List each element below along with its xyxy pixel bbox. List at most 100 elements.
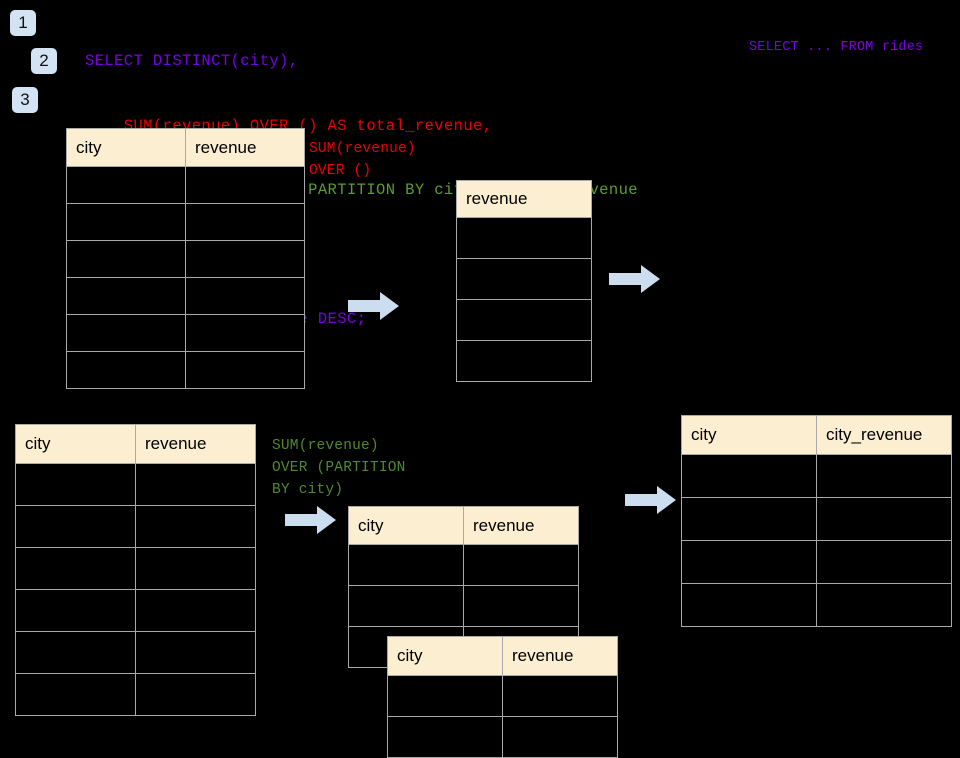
table-cell — [185, 351, 305, 389]
table-row — [66, 277, 305, 315]
table-cell — [15, 463, 136, 506]
sql-line-1: SELECT DISTINCT(city), — [85, 52, 299, 70]
table-cell — [456, 217, 592, 259]
table-cell — [502, 675, 618, 717]
table-row — [15, 463, 256, 506]
table-row — [456, 217, 592, 259]
table-cell — [456, 340, 592, 382]
table-cell — [66, 203, 186, 241]
table-header-row: city revenue — [348, 506, 579, 545]
table-row — [681, 497, 952, 541]
table-cell — [681, 454, 817, 498]
table-cell — [66, 314, 186, 352]
table-cell — [66, 277, 186, 315]
table-total-revenue: revenue — [456, 180, 592, 382]
table-row — [456, 340, 592, 382]
side-note-select-from-rides: SELECT ... FROM rides — [749, 40, 924, 55]
table-cell — [15, 673, 136, 716]
table-cell — [185, 277, 305, 315]
table-cell — [387, 716, 503, 758]
table-cell — [66, 240, 186, 278]
table-row — [348, 544, 579, 586]
table-cell — [816, 497, 952, 541]
table-row — [66, 314, 305, 352]
table-row — [66, 203, 305, 241]
table-header-row: city revenue — [66, 128, 305, 167]
table-cell — [135, 547, 256, 590]
table-cell — [135, 631, 256, 674]
table-row — [387, 716, 618, 758]
column-header-revenue: revenue — [463, 506, 579, 545]
table-cell — [681, 497, 817, 541]
table-row — [456, 299, 592, 341]
table-cell — [816, 454, 952, 498]
table-cell — [66, 166, 186, 204]
table-cell — [15, 505, 136, 548]
table-row — [15, 547, 256, 590]
table-cell — [348, 544, 464, 586]
column-header-revenue: revenue — [135, 424, 256, 464]
annotation-sum-revenue-over-partition: SUM(revenue) OVER (PARTITION BY city) — [272, 438, 406, 498]
table-source-bottom: city revenue — [15, 424, 256, 716]
table-row — [15, 631, 256, 674]
arrow-bottom-left — [285, 505, 337, 535]
table-cell — [15, 631, 136, 674]
table-row — [66, 166, 305, 204]
table-cell — [66, 351, 186, 389]
table-row — [456, 258, 592, 300]
table-cell — [681, 583, 817, 627]
column-header-city: city — [348, 506, 464, 545]
table-row — [681, 540, 952, 584]
step-badge-1: 1 — [10, 10, 36, 36]
arrow-top-right — [609, 264, 661, 294]
table-cell — [15, 589, 136, 632]
table-cell — [15, 547, 136, 590]
table-header-row: revenue — [456, 180, 592, 218]
table-row — [387, 675, 618, 717]
diagram-canvas: 1 2 3 SELECT DISTINCT(city), SUM(revenue… — [10, 10, 952, 758]
table-cell — [185, 314, 305, 352]
column-header-city: city — [681, 415, 817, 455]
table-cell — [387, 675, 503, 717]
table-cell — [816, 583, 952, 627]
table-header-row: city city_revenue — [681, 415, 952, 455]
column-header-city: city — [387, 636, 503, 676]
table-cell — [456, 299, 592, 341]
column-header-revenue: revenue — [185, 128, 305, 167]
table-header-row: city revenue — [15, 424, 256, 464]
column-header-revenue: revenue — [502, 636, 618, 676]
table-row — [66, 351, 305, 389]
table-row — [66, 240, 305, 278]
table-row — [681, 454, 952, 498]
table-row — [348, 585, 579, 627]
table-cell — [135, 673, 256, 716]
table-cell — [185, 166, 305, 204]
table-row — [15, 589, 256, 632]
table-cell — [463, 544, 579, 586]
table-source-top: city revenue — [66, 128, 305, 389]
arrow-bottom-right — [625, 485, 677, 515]
arrow-top-left — [348, 291, 400, 321]
step-badge-2: 2 — [31, 48, 57, 74]
column-header-city: city — [66, 128, 186, 167]
table-cell — [456, 258, 592, 300]
table-row — [15, 673, 256, 716]
table-result: city city_revenue — [681, 415, 952, 627]
table-cell — [185, 203, 305, 241]
column-header-city: city — [15, 424, 136, 464]
table-cell — [502, 716, 618, 758]
table-cell — [135, 589, 256, 632]
step-badge-3: 3 — [12, 87, 38, 113]
table-cell — [348, 585, 464, 627]
column-header-city-revenue: city_revenue — [816, 415, 952, 455]
annotation-sum-revenue-over-empty: SUM(revenue) OVER () — [309, 141, 416, 179]
table-cell — [463, 585, 579, 627]
table-partition-a: city revenue — [348, 506, 579, 668]
table-cell — [135, 505, 256, 548]
table-cell — [185, 240, 305, 278]
table-row — [681, 583, 952, 627]
table-row — [15, 505, 256, 548]
table-partition-b: city revenue — [387, 636, 618, 758]
table-cell — [816, 540, 952, 584]
column-header-revenue: revenue — [456, 180, 592, 218]
